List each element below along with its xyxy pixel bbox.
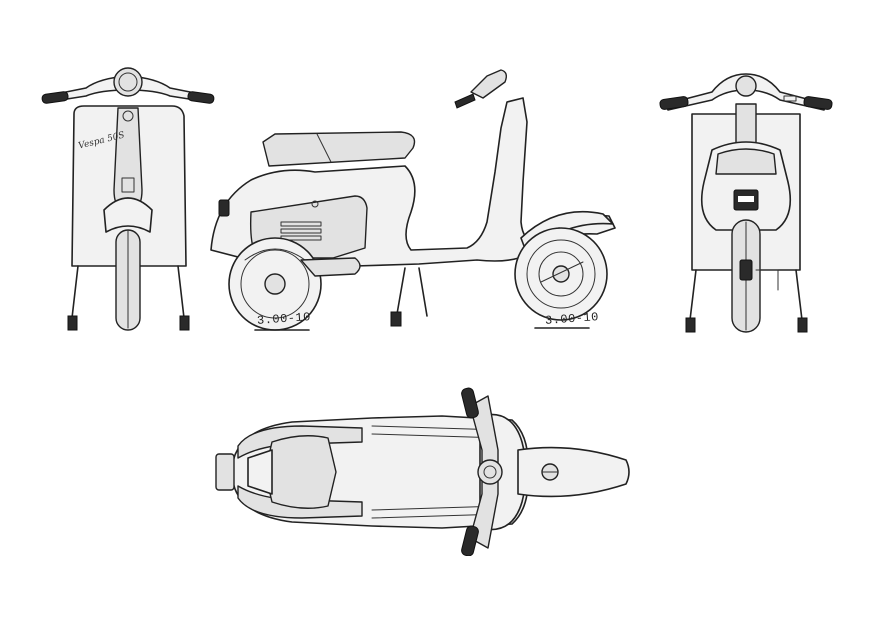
rear-view [656, 64, 836, 336]
top-view [212, 386, 632, 556]
front-view: Vespa 50S [38, 60, 218, 335]
side-view: 3.00-10 3.00-10 [205, 62, 625, 342]
